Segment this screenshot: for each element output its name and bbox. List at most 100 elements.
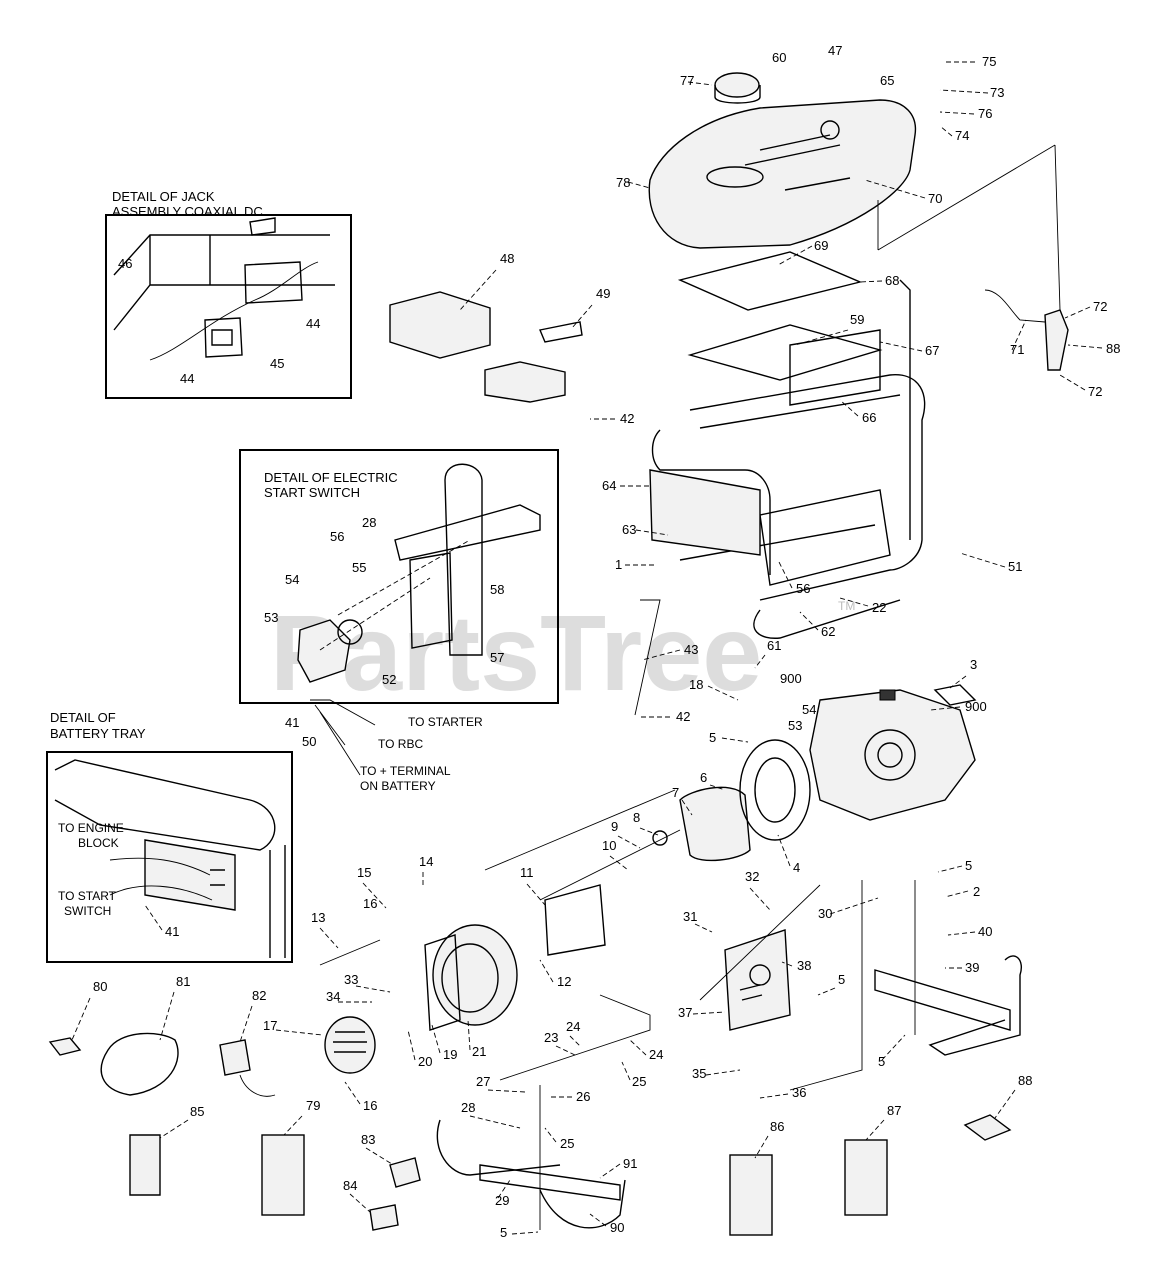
callout-leader xyxy=(721,737,749,743)
callout-leader xyxy=(944,890,969,898)
callout-leader xyxy=(777,834,791,867)
part-callout-53: 53 xyxy=(788,718,802,733)
callout-leader xyxy=(629,1039,647,1056)
callout-leader xyxy=(469,1115,521,1129)
start-switch-detail-title-2: START SWITCH xyxy=(264,485,360,500)
callout-leader xyxy=(621,1061,631,1081)
part-callout-9: 9 xyxy=(611,819,618,834)
part-callout-42: 42 xyxy=(676,709,690,724)
part-callout-71: 71 xyxy=(1010,342,1024,357)
callout-leader xyxy=(947,931,976,936)
callout-leader xyxy=(879,341,923,352)
callout-leader xyxy=(569,1035,581,1047)
part-callout-63: 63 xyxy=(622,522,636,537)
part-callout-74: 74 xyxy=(955,128,969,143)
part-callout-17: 17 xyxy=(263,1018,277,1033)
callout-leader xyxy=(526,883,546,906)
callout-leader xyxy=(589,1213,607,1227)
tank-pads xyxy=(389,251,883,403)
part-callout-62: 62 xyxy=(821,624,835,639)
callout-leader xyxy=(799,611,819,631)
callout-leader xyxy=(431,1024,441,1054)
part-callout-31: 31 xyxy=(683,909,697,924)
part-callout-57: 57 xyxy=(490,650,504,665)
part-callout-39: 39 xyxy=(965,960,979,975)
part-callout-8: 8 xyxy=(633,810,640,825)
callout-leader xyxy=(759,1093,789,1099)
part-callout-44: 44 xyxy=(306,316,320,331)
battery-tray-detail-title-2: BATTERY TRAY xyxy=(50,726,146,741)
callout-leader xyxy=(681,799,693,816)
part-callout-4: 4 xyxy=(793,860,800,875)
callout-leader xyxy=(641,649,681,661)
callout-leader xyxy=(599,1163,621,1179)
callout-leader xyxy=(283,1115,303,1136)
callout-leader xyxy=(627,181,651,189)
part-callout-59: 59 xyxy=(850,312,864,327)
part-callout-24: 24 xyxy=(649,1047,663,1062)
part-callout-83: 83 xyxy=(361,1132,375,1147)
wiring-note-to-terminal-line1: TO + TERMINAL xyxy=(360,764,451,778)
jack-detail-title-2: ASSEMBLY COAXIAL DC xyxy=(112,204,263,219)
callout-leader xyxy=(777,245,813,266)
part-callout-3: 3 xyxy=(970,657,977,672)
wiring-note-to-terminal-line2: ON BATTERY xyxy=(360,779,436,793)
part-callout-13: 13 xyxy=(311,910,325,925)
part-callout-50: 50 xyxy=(302,734,316,749)
callout-leader xyxy=(159,991,175,1041)
part-callout-36: 36 xyxy=(792,1085,806,1100)
part-callout-79: 79 xyxy=(306,1098,320,1113)
part-callout-41: 41 xyxy=(165,924,179,939)
callout-leader xyxy=(365,1147,393,1165)
part-callout-33: 33 xyxy=(344,972,358,987)
part-callout-61: 61 xyxy=(767,638,781,653)
part-callout-40: 40 xyxy=(978,924,992,939)
accessories xyxy=(48,289,1069,1236)
callout-leader xyxy=(994,1089,1016,1119)
callout-leader xyxy=(487,1089,526,1093)
battery-tray-detail-title-1: DETAIL OF xyxy=(50,710,116,725)
part-callout-88: 88 xyxy=(1018,1073,1032,1088)
wiring-note-to-rbc: TO RBC xyxy=(378,737,423,751)
rotor-and-stator xyxy=(539,739,811,956)
part-callout-58: 58 xyxy=(490,582,504,597)
part-callout-5: 5 xyxy=(965,858,972,873)
part-callout-73: 73 xyxy=(990,85,1004,100)
part-callout-60: 60 xyxy=(772,50,786,65)
callout-leader xyxy=(694,923,713,933)
part-callout-70: 70 xyxy=(928,191,942,206)
callout-leader xyxy=(571,304,593,329)
callout-leader xyxy=(709,784,726,791)
part-callout-44: 44 xyxy=(180,371,194,386)
callout-leader xyxy=(319,927,339,949)
part-callout-45: 45 xyxy=(270,356,284,371)
part-callout-41: 41 xyxy=(285,715,299,730)
wheel-kit xyxy=(436,955,1022,1229)
part-callout-14: 14 xyxy=(419,854,433,869)
part-callout-49: 49 xyxy=(596,286,610,301)
jack-detail-box xyxy=(105,214,352,399)
part-callout-47: 47 xyxy=(828,43,842,58)
callout-leader xyxy=(467,1019,471,1051)
wiring-note-to-engine-line1: TO ENGINE xyxy=(58,821,124,835)
callout-leader xyxy=(864,179,926,199)
callout-leader xyxy=(497,1179,511,1199)
part-callout-29: 29 xyxy=(495,1193,509,1208)
part-callout-86: 86 xyxy=(770,1119,784,1134)
part-callout-64: 64 xyxy=(602,478,616,493)
wiring-note-to-switch-line2: SWITCH xyxy=(64,904,111,918)
callout-leader xyxy=(749,887,771,911)
part-callout-77: 77 xyxy=(680,73,694,88)
part-callout-25: 25 xyxy=(632,1074,646,1089)
part-callout-27: 27 xyxy=(476,1074,490,1089)
callout-leader xyxy=(881,1034,906,1061)
part-callout-76: 76 xyxy=(978,106,992,121)
part-callout-24: 24 xyxy=(566,1019,580,1034)
part-callout-5: 5 xyxy=(500,1225,507,1240)
fuel-tank xyxy=(648,72,917,249)
part-callout-48: 48 xyxy=(500,251,514,266)
part-callout-69: 69 xyxy=(814,238,828,253)
part-callout-25: 25 xyxy=(560,1136,574,1151)
